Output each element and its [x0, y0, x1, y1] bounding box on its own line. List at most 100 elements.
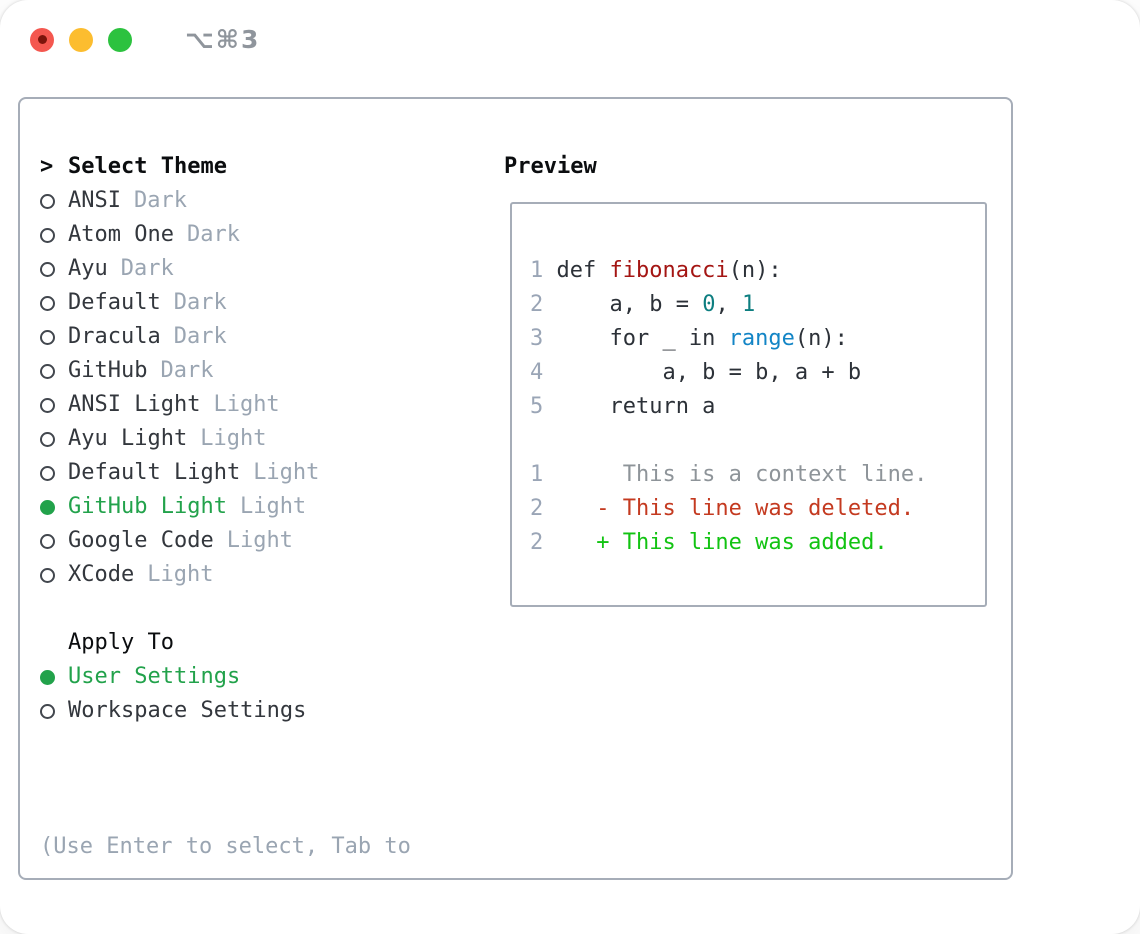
radio-circle	[40, 567, 55, 583]
code-token: range	[728, 326, 795, 351]
select-theme-label: Select Theme	[68, 154, 227, 179]
preview-header: Preview	[504, 154, 597, 179]
line-number: 1	[530, 258, 544, 283]
radio-unselected-icon	[40, 329, 68, 345]
theme-name: Atom One	[68, 222, 174, 247]
close-button[interactable]	[30, 27, 54, 52]
minimize-button[interactable]	[69, 27, 93, 52]
radio-circle	[40, 499, 55, 515]
theme-option[interactable]: Default Dark	[40, 286, 490, 320]
radio-circle	[40, 261, 55, 277]
code-token: return a	[556, 394, 716, 419]
line-number: 1	[530, 462, 544, 487]
apply-to-option-label: Workspace Settings	[68, 698, 307, 723]
radio-unselected-icon	[40, 567, 68, 583]
radio-unselected-icon	[40, 193, 68, 209]
help-text-line1: (Use Enter to select, Tab to	[40, 834, 411, 859]
radio-circle	[40, 431, 55, 447]
code-line: 2 a, b = 0, 1	[530, 288, 985, 322]
code-line: 2 + This line was added.	[530, 526, 985, 560]
radio-circle	[40, 363, 55, 379]
apply-to-option[interactable]: User Settings	[40, 660, 490, 694]
radio-circle	[40, 397, 55, 413]
radio-circle	[40, 329, 55, 345]
line-number: 3	[530, 326, 544, 351]
line-number: 4	[530, 360, 544, 385]
theme-name: XCode	[68, 562, 135, 587]
theme-variant: Dark	[133, 188, 187, 213]
theme-option[interactable]: ANSI Dark	[40, 184, 490, 218]
apply-to-option-label: User Settings	[68, 664, 241, 689]
line-number: 5	[530, 394, 544, 419]
code-token: def	[556, 258, 610, 283]
theme-name: Default	[68, 290, 161, 315]
theme-option[interactable]: GitHub Dark	[40, 354, 490, 388]
theme-variant: Light	[213, 392, 280, 417]
theme-name: Dracula	[68, 324, 161, 349]
theme-variant: Light	[147, 562, 214, 587]
theme-option[interactable]: Google Code Light	[40, 524, 490, 558]
theme-option[interactable]: GitHub Light Light	[40, 490, 490, 524]
theme-name: ANSI Light	[68, 392, 201, 417]
line-number: 2	[530, 530, 544, 555]
code-token: + This line was added.	[556, 530, 888, 555]
radio-unselected-icon	[40, 703, 68, 719]
apply-to-label: Apply To	[68, 630, 174, 655]
radio-unselected-icon	[40, 431, 68, 447]
theme-name: Google Code	[68, 528, 214, 553]
theme-option[interactable]: Ayu Dark	[40, 252, 490, 286]
line-number: 2	[530, 496, 544, 521]
code-token: for _ in	[556, 326, 729, 351]
zoom-button[interactable]	[108, 27, 132, 52]
code-token: (n):	[794, 326, 848, 351]
radio-unselected-icon	[40, 533, 68, 549]
window-title: ⌥⌘3	[185, 25, 261, 54]
theme-variant: Light	[239, 494, 307, 519]
theme-variant: Dark	[186, 222, 240, 247]
theme-option[interactable]: XCode Light	[40, 558, 490, 592]
select-theme-header: > Select Theme	[40, 150, 490, 184]
radio-circle	[40, 465, 55, 481]
code-line: 3 for _ in range(n):	[530, 322, 985, 356]
theme-variant: Dark	[120, 256, 174, 281]
theme-name: GitHub	[68, 358, 148, 383]
theme-name: ANSI	[68, 188, 121, 213]
theme-variant: Dark	[160, 358, 214, 383]
theme-variant: Dark	[173, 290, 227, 315]
code-token: fibonacci	[609, 258, 729, 283]
code-token: - This line was deleted.	[556, 496, 915, 521]
radio-unselected-icon	[40, 227, 68, 243]
titlebar: ⌥⌘3	[30, 25, 260, 54]
theme-variant: Light	[226, 528, 293, 553]
theme-option[interactable]: ANSI Light Light	[40, 388, 490, 422]
theme-option[interactable]: Atom One Dark	[40, 218, 490, 252]
radio-circle	[40, 193, 55, 209]
radio-unselected-icon	[40, 363, 68, 379]
radio-circle	[40, 295, 55, 311]
code-line: 4 a, b = b, a + b	[530, 356, 985, 390]
apply-to-option[interactable]: Workspace Settings	[40, 694, 490, 728]
code-line: 1 This is a context line.	[530, 458, 985, 492]
theme-name: Ayu	[68, 256, 108, 281]
theme-name: GitHub Light	[68, 494, 227, 519]
radio-circle	[40, 227, 55, 243]
theme-name: Default Light	[68, 460, 241, 485]
radio-unselected-icon	[40, 295, 68, 311]
prompt-icon: >	[40, 154, 54, 179]
apply-to-header-row: Apply To	[40, 626, 490, 660]
code-token: a, b =	[556, 292, 703, 317]
theme-name: Ayu Light	[68, 426, 188, 451]
radio-circle	[40, 669, 55, 685]
